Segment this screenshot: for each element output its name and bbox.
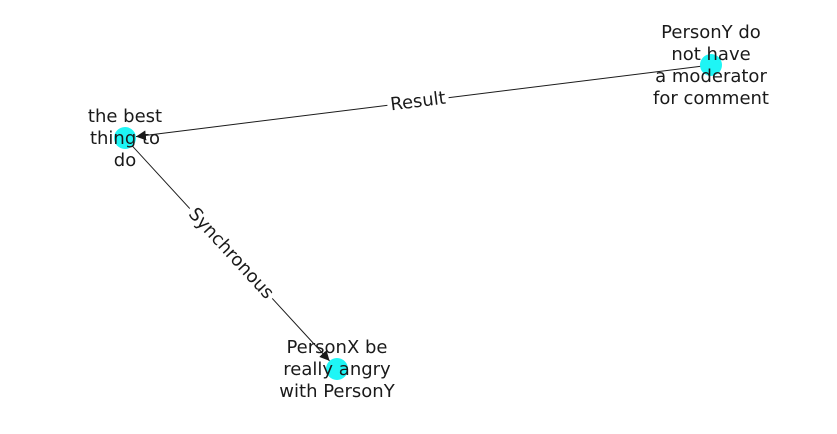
edge-label: Synchronous bbox=[184, 204, 278, 304]
edge-label-group: Synchronous bbox=[181, 200, 281, 307]
edge-label: Result bbox=[389, 88, 447, 116]
node-best bbox=[114, 127, 136, 149]
edge-label-background bbox=[386, 86, 450, 117]
node-personx bbox=[326, 358, 348, 380]
node-label-line: thing to bbox=[90, 128, 160, 149]
node-label-line: really angry bbox=[283, 359, 391, 380]
node-label-line: PersonX be bbox=[286, 337, 387, 358]
edge-label-background bbox=[181, 200, 281, 307]
node-label-line: with PersonY bbox=[279, 381, 395, 402]
node-persony bbox=[700, 54, 722, 76]
node-label-line: the best bbox=[88, 106, 162, 127]
edge-label-group: Result bbox=[386, 86, 450, 117]
node-label-line: not have bbox=[671, 44, 750, 65]
node-label-line: PersonY do bbox=[661, 22, 761, 43]
node-label-line: do bbox=[114, 150, 136, 171]
node-label-line: a moderator bbox=[655, 66, 767, 87]
node-label-line: for comment bbox=[653, 88, 769, 109]
nodes-layer bbox=[114, 54, 722, 380]
